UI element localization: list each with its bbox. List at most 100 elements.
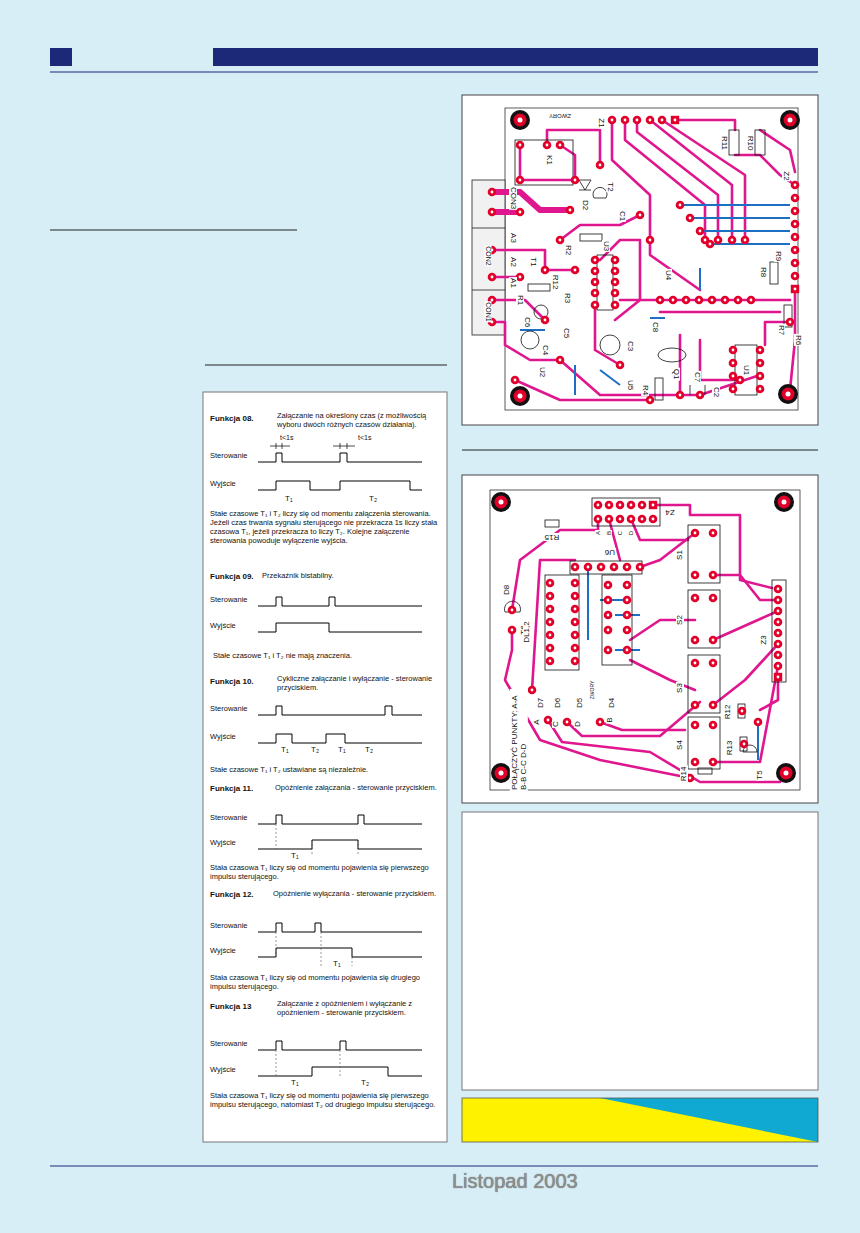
part-label: U3	[602, 240, 610, 252]
part-label: C	[552, 720, 560, 728]
part-label: D8	[503, 584, 511, 596]
function-title: Cykliczne załączanie i wyłączanie - ster…	[277, 675, 442, 693]
time-label: t<1s	[358, 434, 371, 442]
note-text: Stała czasowa T₁ liczy się od momentu po…	[210, 864, 442, 882]
part-label: R8	[759, 266, 767, 278]
pcb-panel: ZWORYZ1R11R10K1Z2T2D2CON3C1CON2A3R2T1A2R…	[462, 95, 818, 425]
function-heading: Funkcja 08.	[210, 414, 254, 423]
signal-name: Sterowanie	[210, 814, 248, 823]
part-label: C3	[626, 340, 634, 352]
part-label: C1	[618, 210, 626, 222]
part-label: U1	[742, 364, 750, 376]
part-label: C2	[712, 386, 720, 398]
time-label: t<1s	[280, 434, 293, 442]
time-label: T₁	[291, 851, 299, 860]
part-label: ZWORY	[548, 113, 572, 119]
part-label: D2	[581, 199, 589, 211]
signal-name: Wyjście	[210, 1066, 236, 1075]
part-label: R1	[516, 294, 524, 306]
part-label: A2	[509, 256, 517, 268]
function-heading: Funkcja 12.	[210, 890, 254, 899]
pcb-panel: Z4ABCDR15U6S1D8T6S2Z3DL1,2ZWORYS3D7D6D5D…	[462, 475, 818, 803]
part-label: D5	[576, 697, 584, 709]
part-label: R6	[794, 334, 802, 346]
signal-name: Sterowanie	[210, 922, 248, 931]
pcb-layout-display	[490, 490, 800, 790]
time-label: T₁	[291, 1078, 299, 1087]
time-label: T₁	[285, 494, 293, 503]
part-label: R4	[641, 384, 649, 396]
part-label: D7	[537, 697, 545, 709]
part-label: T5	[756, 769, 764, 780]
time-label: T₂	[361, 1078, 369, 1087]
part-label: R3	[563, 292, 571, 304]
function-title: Opóźnienie załączania - sterowanie przyc…	[275, 784, 443, 793]
header-bar	[213, 48, 818, 66]
note-text: Stałe czasowe T₁ i T₂ liczy się od momen…	[210, 510, 442, 545]
part-label: R10	[746, 135, 754, 152]
part-label: Z1	[597, 117, 605, 128]
part-label: S4	[676, 739, 684, 751]
time-label: T₁	[338, 745, 346, 754]
issue-date: Listopad 2003	[452, 1170, 578, 1193]
function-heading: Funkcja 11.	[210, 784, 253, 793]
part-label: C4	[541, 344, 549, 356]
part-label: C8	[651, 321, 659, 333]
time-label: T₁	[281, 745, 289, 754]
signal-name: Wyjście	[210, 733, 236, 742]
part-label: A	[595, 530, 601, 536]
function-title: Opóźnienie wyłączania - sterowanie przyc…	[273, 890, 443, 899]
note-text: Stała czasowa T₁ liczy się od momentu po…	[210, 1092, 442, 1110]
part-label: CON3	[509, 186, 517, 210]
part-label: C5	[562, 327, 570, 339]
part-label: S1	[676, 549, 684, 561]
part-label: R13	[726, 740, 734, 757]
part-label: R12	[551, 274, 559, 291]
function-title: Załączanie na określony czas (z możliwoś…	[277, 412, 442, 430]
note-text: Stałe czasowe T₁ i T₂ nie mają znaczenia…	[213, 652, 443, 661]
part-label: D	[628, 530, 634, 536]
part-label: U6	[604, 548, 616, 556]
function-heading: Funkcja 10.	[210, 677, 254, 686]
part-label: Z4	[664, 508, 675, 516]
part-label: S3	[676, 682, 684, 694]
function-heading: Funkcja 13	[210, 1002, 251, 1011]
function-title: Załączanie z opóźnieniem i wyłączanie z …	[277, 1000, 442, 1018]
part-label: CON1	[485, 301, 492, 322]
part-label: R2	[564, 244, 572, 256]
signal-name: Sterowanie	[210, 705, 248, 714]
empty-box	[462, 812, 818, 1090]
part-label: A1	[509, 277, 517, 289]
part-label: B	[606, 530, 612, 536]
part-label: A3	[509, 232, 517, 244]
signal-name: Wyjście	[210, 480, 236, 489]
part-label: D	[574, 720, 582, 728]
time-label: T₂	[365, 745, 373, 754]
function-heading: Funkcja 09.	[210, 572, 254, 581]
signal-name: Sterowanie	[210, 1040, 248, 1049]
part-label: R15	[544, 533, 561, 541]
part-label: R11	[720, 135, 728, 151]
part-label: K1	[545, 154, 553, 166]
part-label: C7	[693, 371, 701, 383]
note-text: Stałe czasowe T₁ i T₂ ustawiane są nieza…	[210, 766, 442, 775]
part-label: Z3	[760, 634, 768, 645]
note-text: Stała czasowa T₁ liczy się od momentu po…	[210, 974, 442, 992]
part-label: R9	[774, 250, 782, 262]
header-square	[50, 48, 72, 66]
time-label: T₂	[311, 745, 319, 754]
part-label: D4	[608, 697, 616, 709]
part-label: U5	[626, 379, 634, 391]
time-label: T₂	[369, 494, 377, 503]
part-label: C	[617, 530, 623, 536]
part-label: CON2	[485, 245, 492, 266]
part-label: R14	[680, 766, 688, 783]
function-panel: Funkcja 08. Załączanie na określony czas …	[203, 392, 447, 1142]
signal-name: Sterowanie	[210, 596, 248, 605]
part-label: T1	[529, 256, 537, 267]
part-label: T2	[606, 181, 614, 192]
pcb-layout-main	[472, 108, 800, 410]
signal-name: Wyjście	[210, 839, 236, 848]
